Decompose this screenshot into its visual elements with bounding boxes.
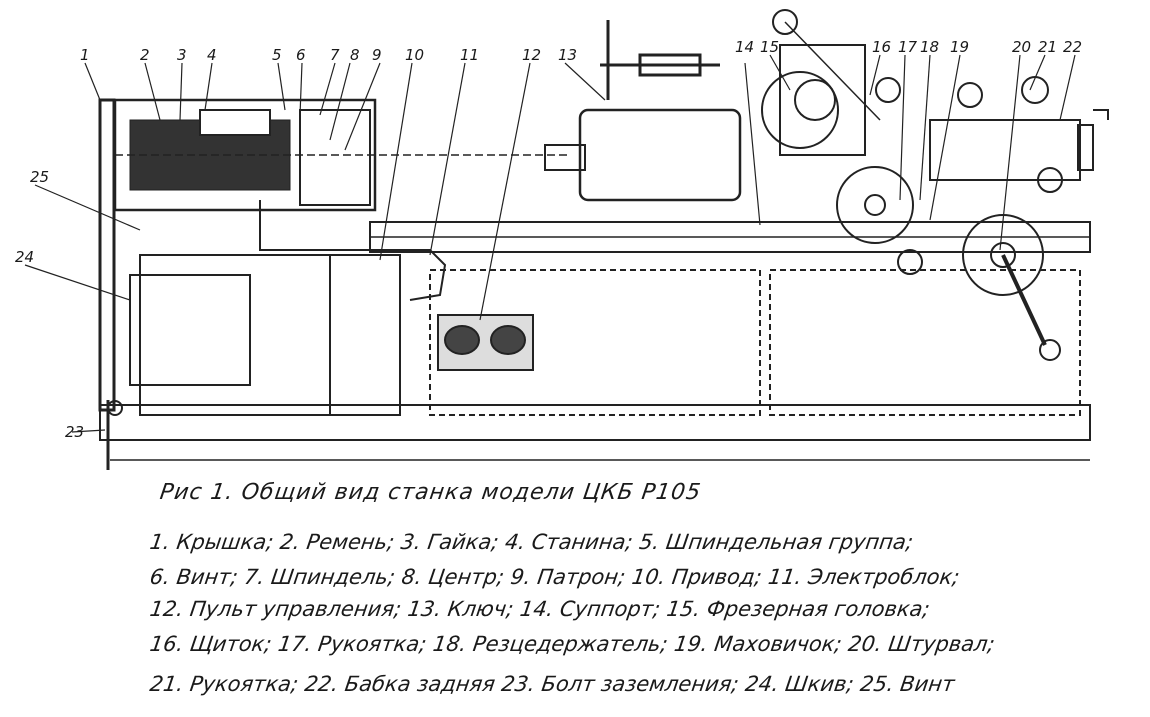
callout-11: 11 [460, 46, 479, 64]
callout-4: 4 [207, 46, 217, 64]
legend-line: 6. Винт; 7. Шпиндель; 8. Центр; 9. Патро… [148, 565, 962, 589]
callout-16: 16 [872, 38, 891, 56]
callout-20: 20 [1012, 38, 1031, 56]
callout-22: 22 [1063, 38, 1082, 56]
callout-7: 7 [330, 46, 340, 64]
callout-6: 6 [296, 46, 306, 64]
carriage [578, 108, 742, 202]
callout-23: 23 [65, 423, 84, 441]
machine-base [99, 404, 1091, 441]
callout-5: 5 [272, 46, 282, 64]
tailstock [929, 119, 1081, 181]
callout-14: 14 [735, 38, 754, 56]
handle-21 [1021, 76, 1049, 104]
cover [98, 98, 116, 412]
callout-17: 17 [898, 38, 918, 56]
chuck [299, 109, 371, 206]
milling-head [761, 9, 881, 156]
key [600, 20, 720, 100]
callout-15: 15 [760, 38, 779, 56]
callout-8: 8 [350, 46, 360, 64]
handle-17 [875, 77, 901, 103]
figure-caption-title: Рис 1. Общий вид станка модели ЦКБ Р105 [158, 480, 703, 505]
handwheel-19 [836, 166, 914, 244]
callout-9: 9 [372, 46, 382, 64]
callout-2: 2 [140, 46, 150, 64]
drive-bracket [259, 200, 447, 301]
callout-10: 10 [405, 46, 424, 64]
callout-24: 24 [15, 248, 34, 266]
callout-25: 25 [30, 168, 49, 186]
legend-line: 21. Рукоятка; 22. Бабка задняя 23. Болт … [148, 672, 957, 696]
motor [139, 254, 401, 416]
callout-3: 3 [177, 46, 187, 64]
callout-13: 13 [558, 46, 577, 64]
legend-line: 1. Крышка; 2. Ремень; 3. Гайка; 4. Стани… [148, 530, 915, 554]
callout-19: 19 [950, 38, 969, 56]
electrical-cabinet [429, 269, 761, 416]
callout-18: 18 [920, 38, 939, 56]
legend-line: 12. Пульт управления; 13. Ключ; 14. Супп… [148, 597, 932, 621]
legend-line: 16. Щиток; 17. Рукоятка; 18. Резцедержат… [148, 632, 997, 656]
callout-21: 21 [1038, 38, 1057, 56]
callout-1: 1 [80, 46, 90, 64]
callout-12: 12 [522, 46, 541, 64]
